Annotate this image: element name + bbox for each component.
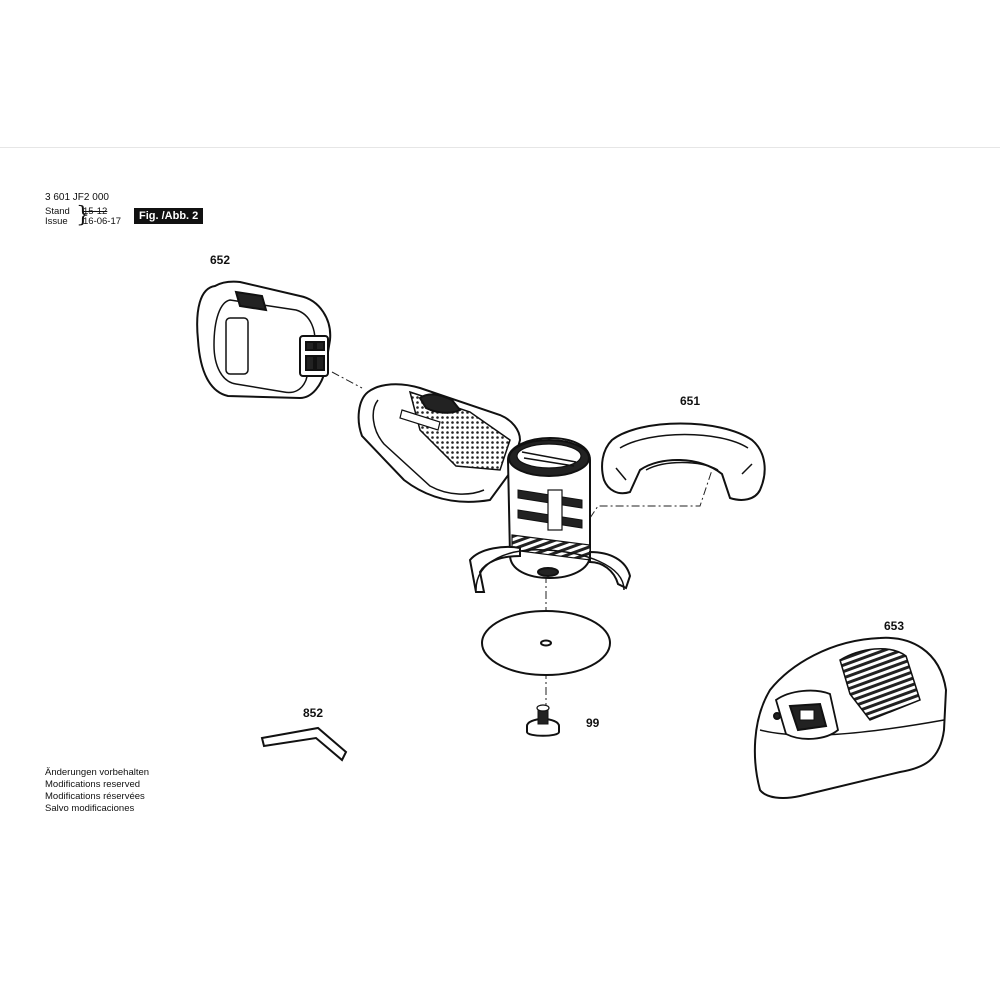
note-es: Salvo modificaciones bbox=[45, 803, 135, 814]
stand-label: Stand bbox=[45, 206, 70, 217]
note-de: Änderungen vorbehalten bbox=[45, 767, 150, 778]
page-top-rule bbox=[0, 147, 1000, 148]
clamping-nut bbox=[526, 704, 560, 737]
cutting-disc bbox=[481, 610, 611, 676]
callout-hex-key: 852 bbox=[303, 706, 324, 720]
issue-label: Issue bbox=[45, 216, 68, 227]
document-number: 3 601 JF2 000 bbox=[45, 192, 109, 203]
hex-key bbox=[260, 726, 348, 762]
callout-guard: 651 bbox=[680, 394, 701, 408]
change-notes: Änderungen vorbehalten Modifications res… bbox=[45, 767, 149, 815]
stand-value: 15-12 bbox=[83, 206, 108, 217]
revision-values: 15-12 16-06-17 bbox=[83, 207, 123, 227]
callout-battery: 652 bbox=[210, 253, 231, 267]
figure-badge: Fig. /Abb. 2 bbox=[134, 208, 204, 224]
guard-axis-line bbox=[589, 469, 713, 519]
revision-labels: Stand Issue bbox=[45, 207, 77, 227]
callout-clamping-nut: 99 bbox=[586, 716, 600, 730]
issue-value: 16-06-17 bbox=[83, 216, 122, 227]
brace-icon: } bbox=[76, 203, 90, 228]
wheel-guard bbox=[601, 422, 766, 501]
battery-axis-line bbox=[331, 371, 363, 389]
battery-pack bbox=[196, 280, 332, 400]
angle-grinder bbox=[357, 383, 632, 593]
note-en: Modifications reserved bbox=[45, 779, 141, 790]
callout-charger: 653 bbox=[884, 619, 905, 633]
note-fr: Modifications réservées bbox=[45, 791, 145, 802]
battery-charger bbox=[753, 636, 948, 799]
